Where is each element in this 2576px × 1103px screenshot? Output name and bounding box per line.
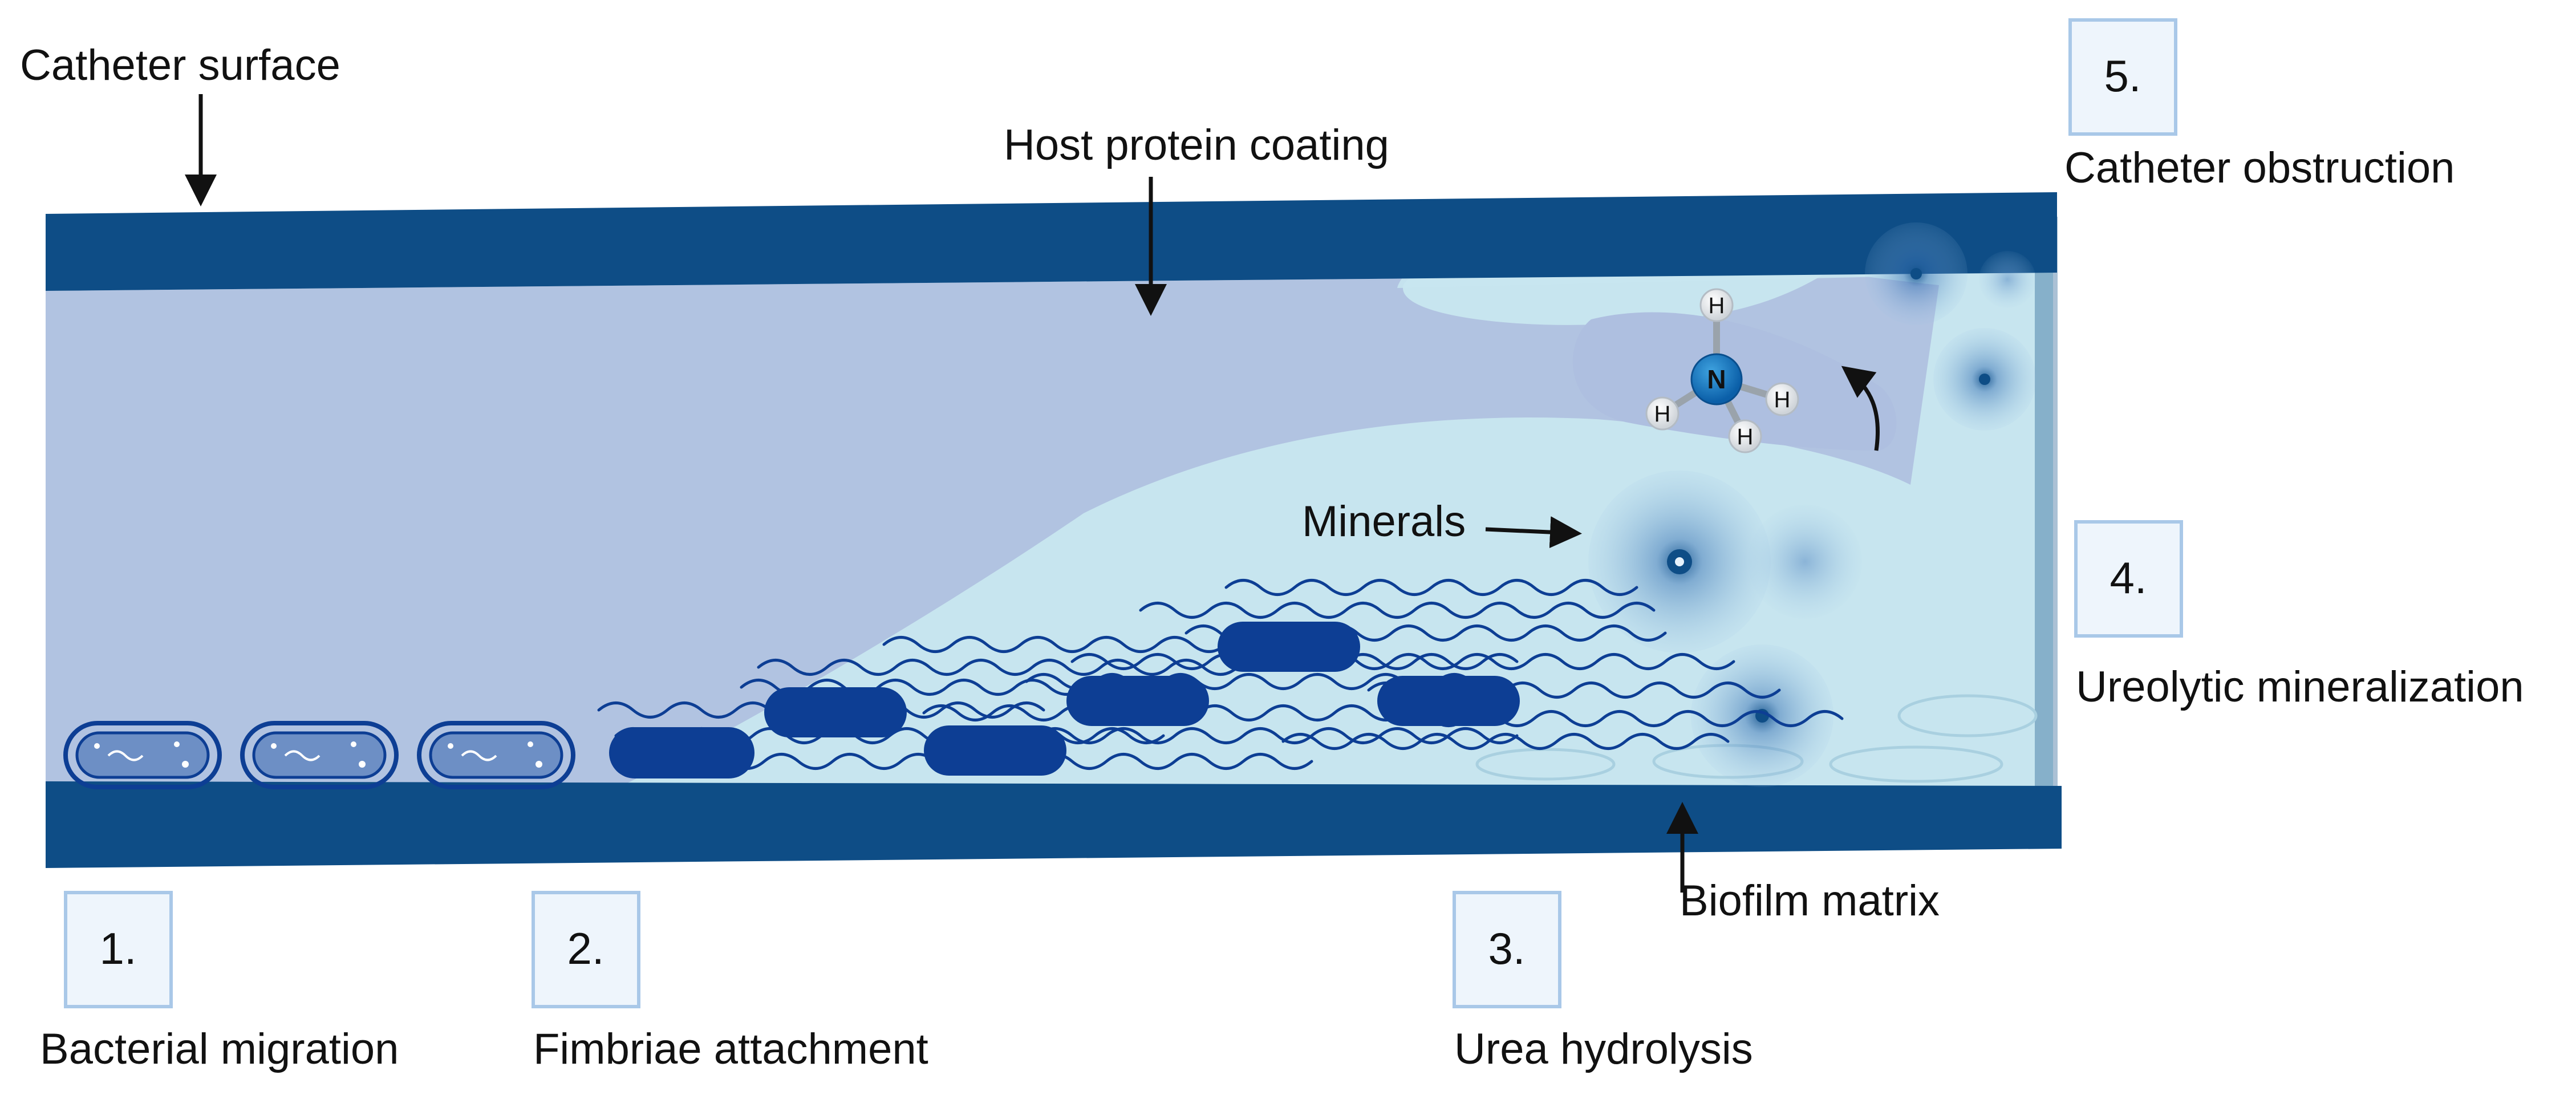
- step-number: 5.: [2104, 51, 2141, 101]
- step-number-box: [532, 891, 640, 1008]
- migrating-bacterium: [417, 721, 575, 789]
- step-number-box: [1453, 891, 1561, 1008]
- mineral-crystal: [1748, 505, 1862, 619]
- hydrogen-atom: H: [1728, 419, 1762, 453]
- minerals-arrow: [1485, 516, 1582, 549]
- catheter-end-wall: [2035, 217, 2058, 787]
- biofilm-matrix-label: Biofilm matrix: [1680, 877, 1940, 925]
- svg-text:N: N: [1707, 364, 1726, 394]
- attached-bacterium: [609, 727, 754, 778]
- migrating-bacterium: [63, 721, 222, 789]
- attached-bacterium: [764, 687, 907, 737]
- mineral-crystal: [1933, 328, 2036, 431]
- svg-text:H: H: [1774, 387, 1791, 412]
- hydrogen-atom: H: [1765, 382, 1799, 416]
- step-number: 4.: [2110, 553, 2147, 603]
- biofilm-cell-outline: [1829, 745, 2003, 783]
- step-number: 2.: [567, 923, 604, 974]
- attached-bacterium: [924, 725, 1066, 776]
- step-number-box: [64, 891, 173, 1008]
- catheter-wall-bottom: [46, 781, 2062, 868]
- step-number: 1.: [99, 923, 136, 974]
- step-number-box: [2068, 18, 2177, 136]
- attached-bacterium: [1218, 622, 1360, 672]
- ammonium-molecule: H H H H N: [1645, 288, 1799, 453]
- step-caption: Catheter obstruction: [2064, 144, 2455, 192]
- step-caption: Bacterial migration: [40, 1025, 399, 1073]
- svg-text:H: H: [1709, 293, 1725, 318]
- host-protein-coating-label: Host protein coating: [1004, 121, 1389, 169]
- step-5: 5. Catheter obstruction: [2064, 18, 2455, 192]
- step-caption: Urea hydrolysis: [1454, 1025, 1753, 1073]
- catheter-wall-top: [46, 192, 2057, 291]
- step-caption: Ureolytic mineralization: [2076, 663, 2524, 711]
- attached-bacterium: [1066, 676, 1209, 726]
- step-caption: Fimbriae attachment: [533, 1025, 928, 1073]
- step-number-box: [2074, 520, 2183, 638]
- migrating-bacterium: [240, 721, 399, 789]
- biofilm-cell-outline: [1475, 748, 1616, 781]
- attached-bacterium: [1377, 676, 1520, 726]
- hydrogen-atom: H: [1699, 288, 1734, 322]
- ammonia-release-arrow: [1841, 366, 1880, 451]
- step-number: 3.: [1488, 923, 1525, 974]
- step-4: 4. Ureolytic mineralization: [2074, 520, 2524, 711]
- mineral-crystal: [1979, 251, 2036, 308]
- svg-text:H: H: [1654, 402, 1671, 427]
- catheter-surface-label: Catheter surface: [20, 41, 340, 90]
- biofilm-cell-outline: [1897, 694, 2038, 737]
- minerals-label: Minerals: [1302, 497, 1466, 546]
- mineral-crystal: [1588, 471, 1771, 653]
- svg-text:H: H: [1737, 424, 1754, 449]
- step-3: 3. Urea hydrolysis: [1453, 891, 1753, 1073]
- mineral-crystal: [1865, 222, 1968, 325]
- nitrogen-atom: N: [1690, 353, 1743, 405]
- step-2: 2. Fimbriae attachment: [532, 891, 928, 1073]
- hydrogen-atom: H: [1645, 396, 1680, 431]
- step-1: 1. Bacterial migration: [40, 891, 399, 1073]
